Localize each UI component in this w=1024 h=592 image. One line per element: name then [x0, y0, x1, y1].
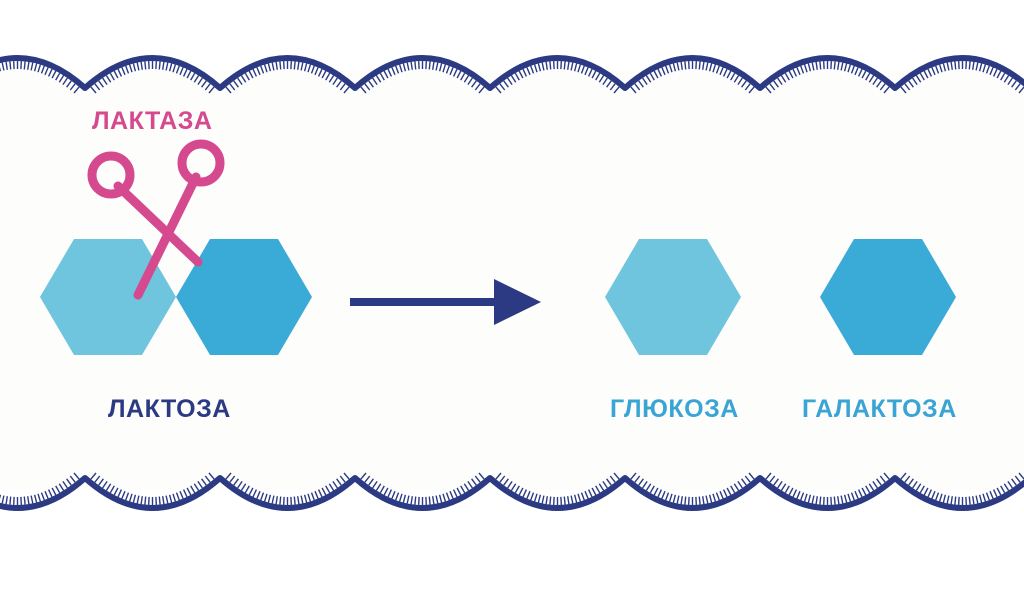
enzyme-label: ЛАКТАЗА [92, 107, 213, 135]
lactose-molecule [40, 239, 312, 355]
reaction-arrow-head [494, 279, 541, 325]
top-membrane-microvilli [0, 61, 1024, 94]
bottom-membrane [0, 472, 1024, 511]
scissors-blade-left [113, 181, 203, 267]
scissors-icon [87, 139, 225, 300]
arrow-right-icon [350, 279, 541, 325]
scissors-handle-left [87, 151, 135, 199]
lactose-galactose-unit-hexagon [176, 239, 312, 355]
lactose-label: ЛАКТОЗА [108, 395, 231, 423]
galactose-label: ГАЛАКТОЗА [802, 395, 957, 423]
top-membrane [0, 55, 1024, 94]
lactose-glucose-unit-hexagon [40, 239, 176, 355]
scissors-blade-right [133, 172, 201, 300]
glucose-label: ГЛЮКОЗА [610, 395, 739, 423]
galactose-hexagon [820, 239, 956, 355]
bottom-membrane-line [0, 475, 1024, 511]
bottom-membrane-microvilli [0, 472, 1024, 505]
top-membrane-line [0, 55, 1024, 91]
glucose-hexagon [605, 239, 741, 355]
scissors-handle-right [177, 139, 225, 187]
